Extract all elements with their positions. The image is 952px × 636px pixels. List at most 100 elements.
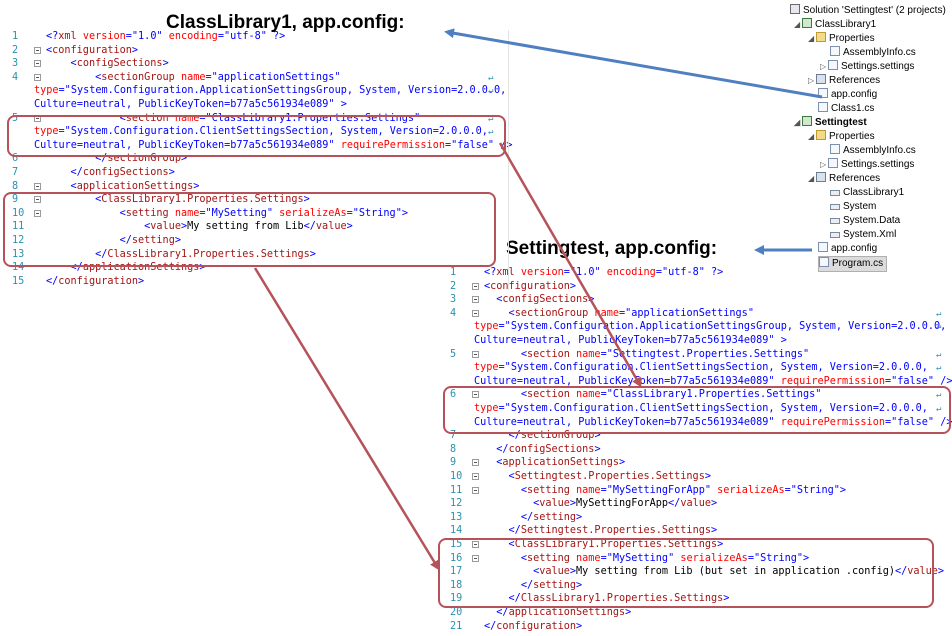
project-classlibrary1[interactable]: ◢ClassLibrary1 [794,18,876,32]
classlib-app-config-editor[interactable]: 1<?xml version="1.0" encoding="utf-8" ?>… [12,30,512,300]
code-line[interactable]: 7 </sectionGroup> [450,429,950,443]
code-line[interactable]: 12 <value>MySettingForApp</value> [450,497,950,511]
code-token: <? [484,267,497,278]
classlib-references-folder[interactable]: ▷References [808,74,880,88]
expanded-triangle-icon[interactable]: ◢ [808,34,815,43]
settingtest-app-config-file[interactable]: app.config [818,242,877,256]
code-line[interactable]: 10 <Settingtest.Properties.Settings> [450,470,950,484]
code-token: Settingtest.Properties.Settings [612,348,803,360]
code-line[interactable]: 4 <sectionGroup name="applicationSetting… [450,307,950,321]
code-line[interactable]: Culture=neutral, PublicKeyToken=b77a5c56… [450,334,950,348]
collapse-toggle-icon[interactable] [34,209,41,217]
classlib-settings-file[interactable]: ▷Settings.settings [820,60,914,74]
code-line[interactable]: 5 <section name="ClassLibrary1.Propertie… [12,112,502,126]
code-line[interactable]: Culture=neutral, PublicKeyToken=b77a5c56… [12,98,502,112]
collapse-toggle-icon[interactable] [34,182,41,190]
code-token: "> [796,552,810,564]
collapse-toggle-icon[interactable] [472,541,479,548]
code-line[interactable]: type="System.Configuration.ApplicationSe… [12,84,506,98]
code-line[interactable]: 6 </sectionGroup> [12,152,502,166]
code-line[interactable]: 10 <setting name="MySetting" serializeAs… [12,207,502,221]
collapsed-triangle-icon[interactable]: ▷ [820,62,827,71]
classlib-class1-file[interactable]: Class1.cs [818,102,874,116]
code-token: " [927,375,935,387]
expanded-triangle-icon[interactable]: ◢ [808,132,815,141]
code-line[interactable]: type="System.Configuration.ClientSetting… [450,361,950,375]
collapse-toggle-icon[interactable] [472,459,479,467]
code-line[interactable]: 9 <ClassLibrary1.Properties.Settings> [12,193,502,207]
code-token: MySettingForApp [612,484,705,496]
code-line[interactable]: 4 <sectionGroup name="applicationSetting… [12,71,502,85]
code-line[interactable]: 11 <value>My setting from Lib</value> [12,220,502,234]
collapse-toggle-icon[interactable] [472,282,479,290]
collapse-toggle-icon[interactable] [34,46,41,54]
code-token: xml [58,31,77,42]
settingtest-settings-file[interactable]: ▷Settings.settings [820,158,914,172]
code-line[interactable]: 7 </configSections> [12,166,502,180]
collapse-toggle-icon[interactable] [472,350,479,358]
code-line[interactable]: 20 </applicationSettings> [450,606,950,620]
collapse-toggle-icon[interactable] [472,391,479,399]
code-line[interactable]: 13 </ClassLibrary1.Properties.Settings> [12,248,502,262]
code-token: > [180,221,188,233]
settingtest-app-config-editor[interactable]: 1<?xml version="1.0" encoding="utf-8" ?>… [450,266,952,636]
code-line[interactable]: 17 <value>My setting from Lib (but set i… [450,565,950,579]
code-line[interactable]: 19 </ClassLibrary1.Properties.Settings> [450,592,950,606]
code-line[interactable]: 6 <section name="ClassLibrary1.Propertie… [450,388,950,402]
code-line[interactable]: 14 </applicationSettings> [12,261,502,275]
line-number: 12 [12,235,25,246]
collapse-toggle-icon[interactable] [472,486,479,494]
code-token: =" [205,71,218,83]
classlib-properties-folder[interactable]: ◢Properties [808,32,875,46]
code-line[interactable]: 11 <setting name="MySettingForApp" seria… [450,484,950,498]
reference-item[interactable]: ClassLibrary1 [830,186,904,200]
code-line[interactable]: 15</configuration> [12,275,502,289]
settingtest-program-file[interactable]: Program.cs [818,256,888,272]
code-line[interactable]: 21</configuration> [450,620,950,634]
code-line[interactable]: 18 </setting> [450,579,950,593]
collapsed-triangle-icon[interactable]: ▷ [808,76,815,85]
code-line[interactable]: 5 <section name="Settingtest.Properties.… [450,348,950,362]
collapse-toggle-icon[interactable] [472,554,479,562]
settingtest-references-folder[interactable]: ◢ References [808,172,880,186]
expanded-triangle-icon[interactable]: ◢ [794,118,801,127]
code-token: section [526,348,570,360]
settingtest-assemblyinfo-file[interactable]: AssemblyInfo.cs [830,144,916,158]
code-line[interactable]: type="System.Configuration.ClientSetting… [450,402,950,416]
code-token: name [576,552,601,564]
code-line[interactable]: 2<configuration> [450,280,950,294]
code-line[interactable]: 2<configuration> [12,44,502,58]
collapse-toggle-icon[interactable] [34,196,41,204]
code-line[interactable]: 9 <applicationSettings> [450,456,950,470]
collapse-toggle-icon[interactable] [472,296,479,304]
code-line[interactable]: 1<?xml version="1.0" encoding="utf-8" ?> [12,30,502,44]
code-line[interactable]: 12 </setting> [12,234,502,248]
code-line[interactable]: Culture=neutral, PublicKeyToken=b77a5c56… [450,416,952,430]
code-line[interactable]: 16 <setting name="MySetting" serializeAs… [450,552,950,566]
code-line[interactable]: 8 <applicationSettings> [12,180,502,194]
settingtest-properties-folder[interactable]: ◢Properties [808,130,875,144]
classlib-app-config-file[interactable]: app.config [818,88,877,102]
code-line[interactable]: 3 <configSections> [450,293,950,307]
collapsed-triangle-icon[interactable]: ▷ [820,160,827,169]
reference-item[interactable]: System.Xml [830,228,896,242]
code-line[interactable]: 14 </Settingtest.Properties.Settings> [450,524,950,538]
collapse-toggle-icon[interactable] [34,60,41,68]
collapse-toggle-icon[interactable] [472,309,479,317]
classlib-assemblyinfo-file[interactable]: AssemblyInfo.cs [830,46,916,60]
solution-node[interactable]: Solution 'Settingtest' (2 projects) [790,4,946,18]
code-line[interactable]: 13 </setting> [450,511,950,525]
folder-label: References [829,173,881,184]
code-line[interactable]: type="System.Configuration.ApplicationSe… [450,320,950,334]
project-settingtest[interactable]: ◢Settingtest [794,116,867,130]
code-line[interactable]: 15 <ClassLibrary1.Properties.Settings> [450,538,950,552]
collapse-toggle-icon[interactable] [472,473,479,480]
collapse-toggle-icon[interactable] [34,73,41,81]
expanded-triangle-icon[interactable]: ◢ [794,20,801,29]
code-line[interactable]: 8 </configSections> [450,443,950,457]
reference-item[interactable]: System [830,200,876,214]
reference-item[interactable]: System.Data [830,214,900,228]
expanded-triangle-icon[interactable]: ◢ [808,174,815,183]
code-line[interactable]: 3 <configSections> [12,57,502,71]
code-line[interactable]: type="System.Configuration.ClientSetting… [12,125,502,139]
